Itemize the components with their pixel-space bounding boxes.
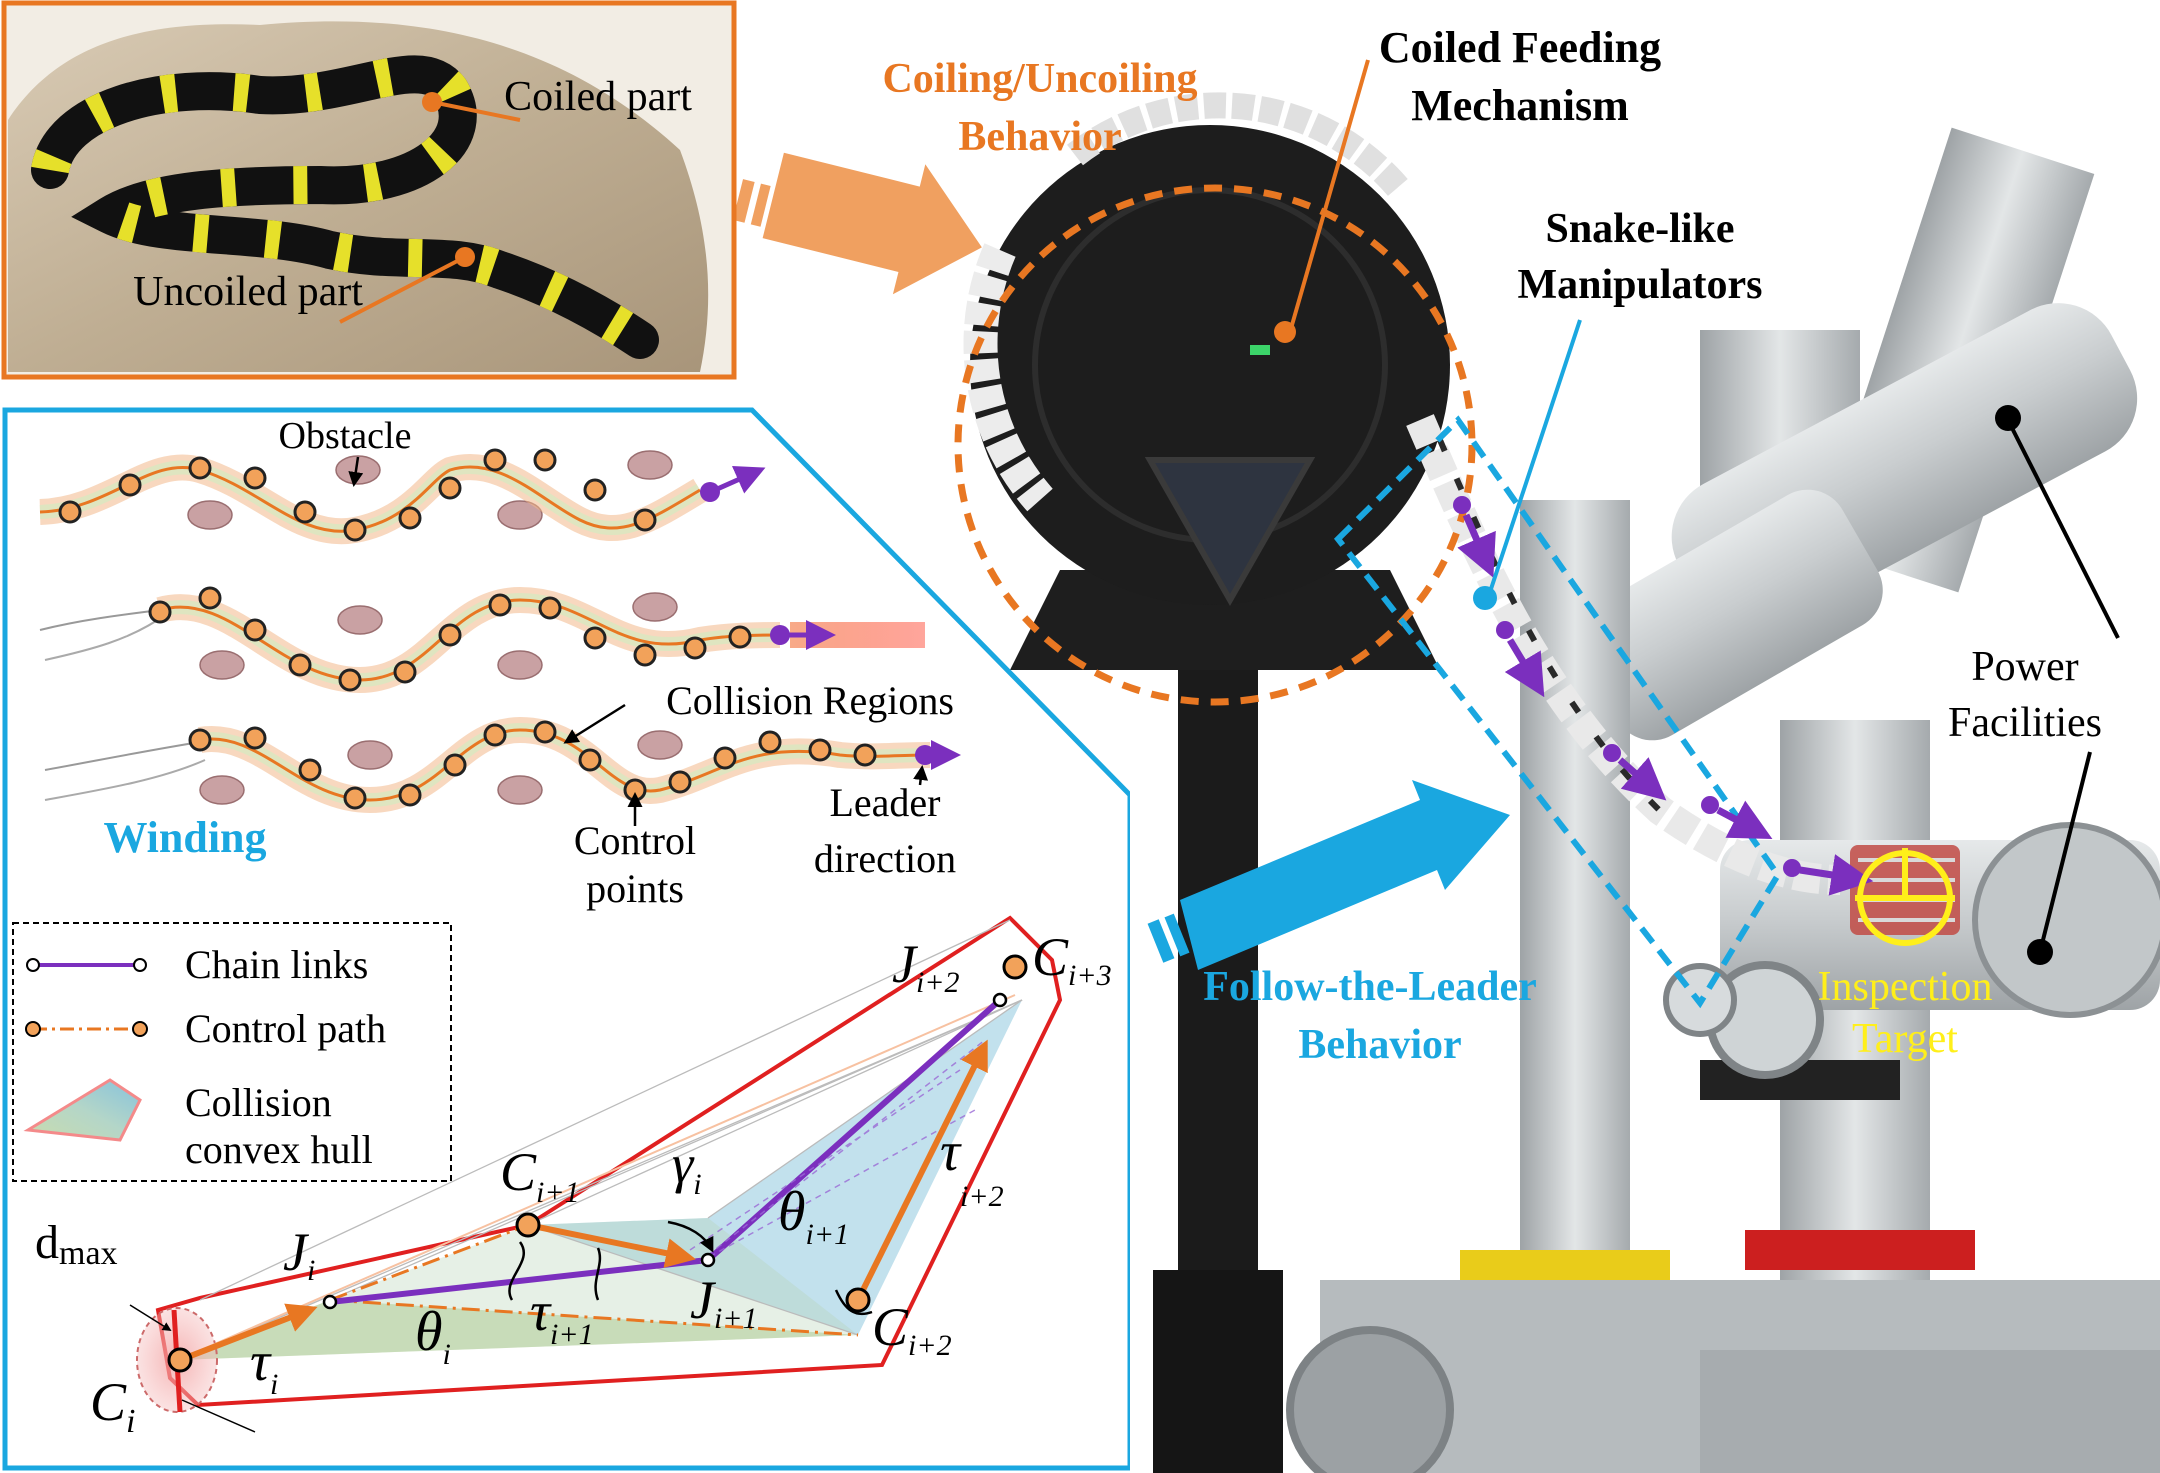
- manipulator-joint-dots: [1453, 496, 1801, 877]
- Ci-label: Ci: [90, 1372, 135, 1440]
- convex-hull-diagram: [129, 915, 1063, 1433]
- winding-label: Winding: [103, 813, 266, 862]
- ftl-label-line2: Behavior: [1298, 1022, 1461, 1068]
- snake-photo-panel: Coiled part Uncoiled part: [1, 0, 737, 380]
- coiling-label-line1: Coiling/Uncoiling: [882, 56, 1197, 102]
- leader-direction-label-line1: Leader: [829, 780, 940, 825]
- Ci2-label: Ci+2: [872, 1297, 952, 1362]
- facilities-leader-line-lower: [2038, 751, 2092, 953]
- winding-panel: Obstacle Collision Regions Winding Contr…: [2, 407, 1133, 1471]
- follow-the-leader-arrow: [1147, 780, 1510, 970]
- panel-separator: [1130, 790, 1144, 1473]
- ftl-label-line1: Follow-the-Leader: [1203, 964, 1537, 1010]
- Ci1-label: Ci+1: [500, 1142, 580, 1209]
- obstacle-label: Obstacle: [279, 415, 412, 457]
- Ji-label: Ji: [283, 1222, 315, 1287]
- legend-control-path: Control path: [185, 1006, 386, 1051]
- manipulator-leader-dot: [1473, 586, 1497, 610]
- gamma-i-label: γi: [672, 1134, 702, 1201]
- facilities-label-line1: Power: [1971, 644, 2078, 690]
- facilities-leader-dot-upper: [1995, 405, 2021, 431]
- obstacles: [187, 450, 683, 805]
- legend: Chain links Control path Collision conve…: [12, 922, 452, 1182]
- tau-i1-label: τi+1: [530, 1281, 594, 1351]
- inspection-target-crosshair: [1855, 848, 1955, 946]
- theta-i-label: θi: [415, 1301, 451, 1371]
- winding-row-1: [39, 448, 766, 545]
- coiled-part-label: Coiled part: [504, 74, 692, 120]
- mechanism-leader-line: [1288, 59, 1370, 333]
- facilities-leader-dot-lower: [2027, 939, 2053, 965]
- legend-hull-line2: convex hull: [185, 1127, 373, 1172]
- collision-regions-label: Collision Regions: [666, 678, 954, 723]
- coiling-arrow: [732, 152, 982, 295]
- tau-i-label: τi: [250, 1331, 278, 1401]
- manipulators-label-line2: Manipulators: [1517, 262, 1762, 308]
- dmax-label: dmax: [35, 1216, 118, 1272]
- inspection-label-line2: Target: [1852, 1016, 1958, 1062]
- winding-row-2: [39, 586, 925, 694]
- legend-hull-line1: Collision: [185, 1080, 332, 1125]
- uncoiled-part-label: Uncoiled part: [133, 269, 363, 315]
- collision-regions-pointer: [563, 703, 626, 744]
- mechanism-label-line2: Mechanism: [1411, 81, 1629, 130]
- tau-i2-label: τi+2: [940, 1121, 1004, 1213]
- inspection-label-line1: Inspection: [1818, 964, 1993, 1010]
- leader-direction-pointer: [913, 765, 929, 786]
- leader-direction-label-line2: direction: [814, 836, 956, 881]
- obstacle-pointer: [348, 456, 364, 487]
- coiled-feeding-mechanism-illustration: [963, 92, 1841, 1473]
- facilities-label-line2: Facilities: [1948, 700, 2102, 746]
- mechanism-label-line1: Coiled Feeding: [1379, 23, 1661, 72]
- manipulator-region-outline: [1333, 415, 1782, 1009]
- control-points-label-line2: points: [586, 866, 684, 911]
- Ji2-label: Ji+2: [892, 934, 960, 999]
- legend-chain-links: Chain links: [185, 942, 368, 987]
- manipulators-label-line1: Snake-like: [1545, 206, 1734, 252]
- manipulator-leader-line: [1486, 319, 1582, 599]
- manipulator-motion-arrows: [1457, 513, 1874, 896]
- winding-row-3: [44, 716, 961, 814]
- facilities-leader-line-upper: [2006, 419, 2120, 639]
- coiling-label-line2: Behavior: [958, 114, 1121, 160]
- robot-scene: Coiling/Uncoiling Behavior Coiled Feedin…: [732, 23, 2160, 1473]
- Ci3-label: Ci+3: [1032, 927, 1112, 992]
- theta-i1-label: θi+1: [778, 1181, 849, 1251]
- mechanism-leader-dot: [1274, 321, 1296, 343]
- Ji1-label: Ji+1: [690, 1270, 758, 1335]
